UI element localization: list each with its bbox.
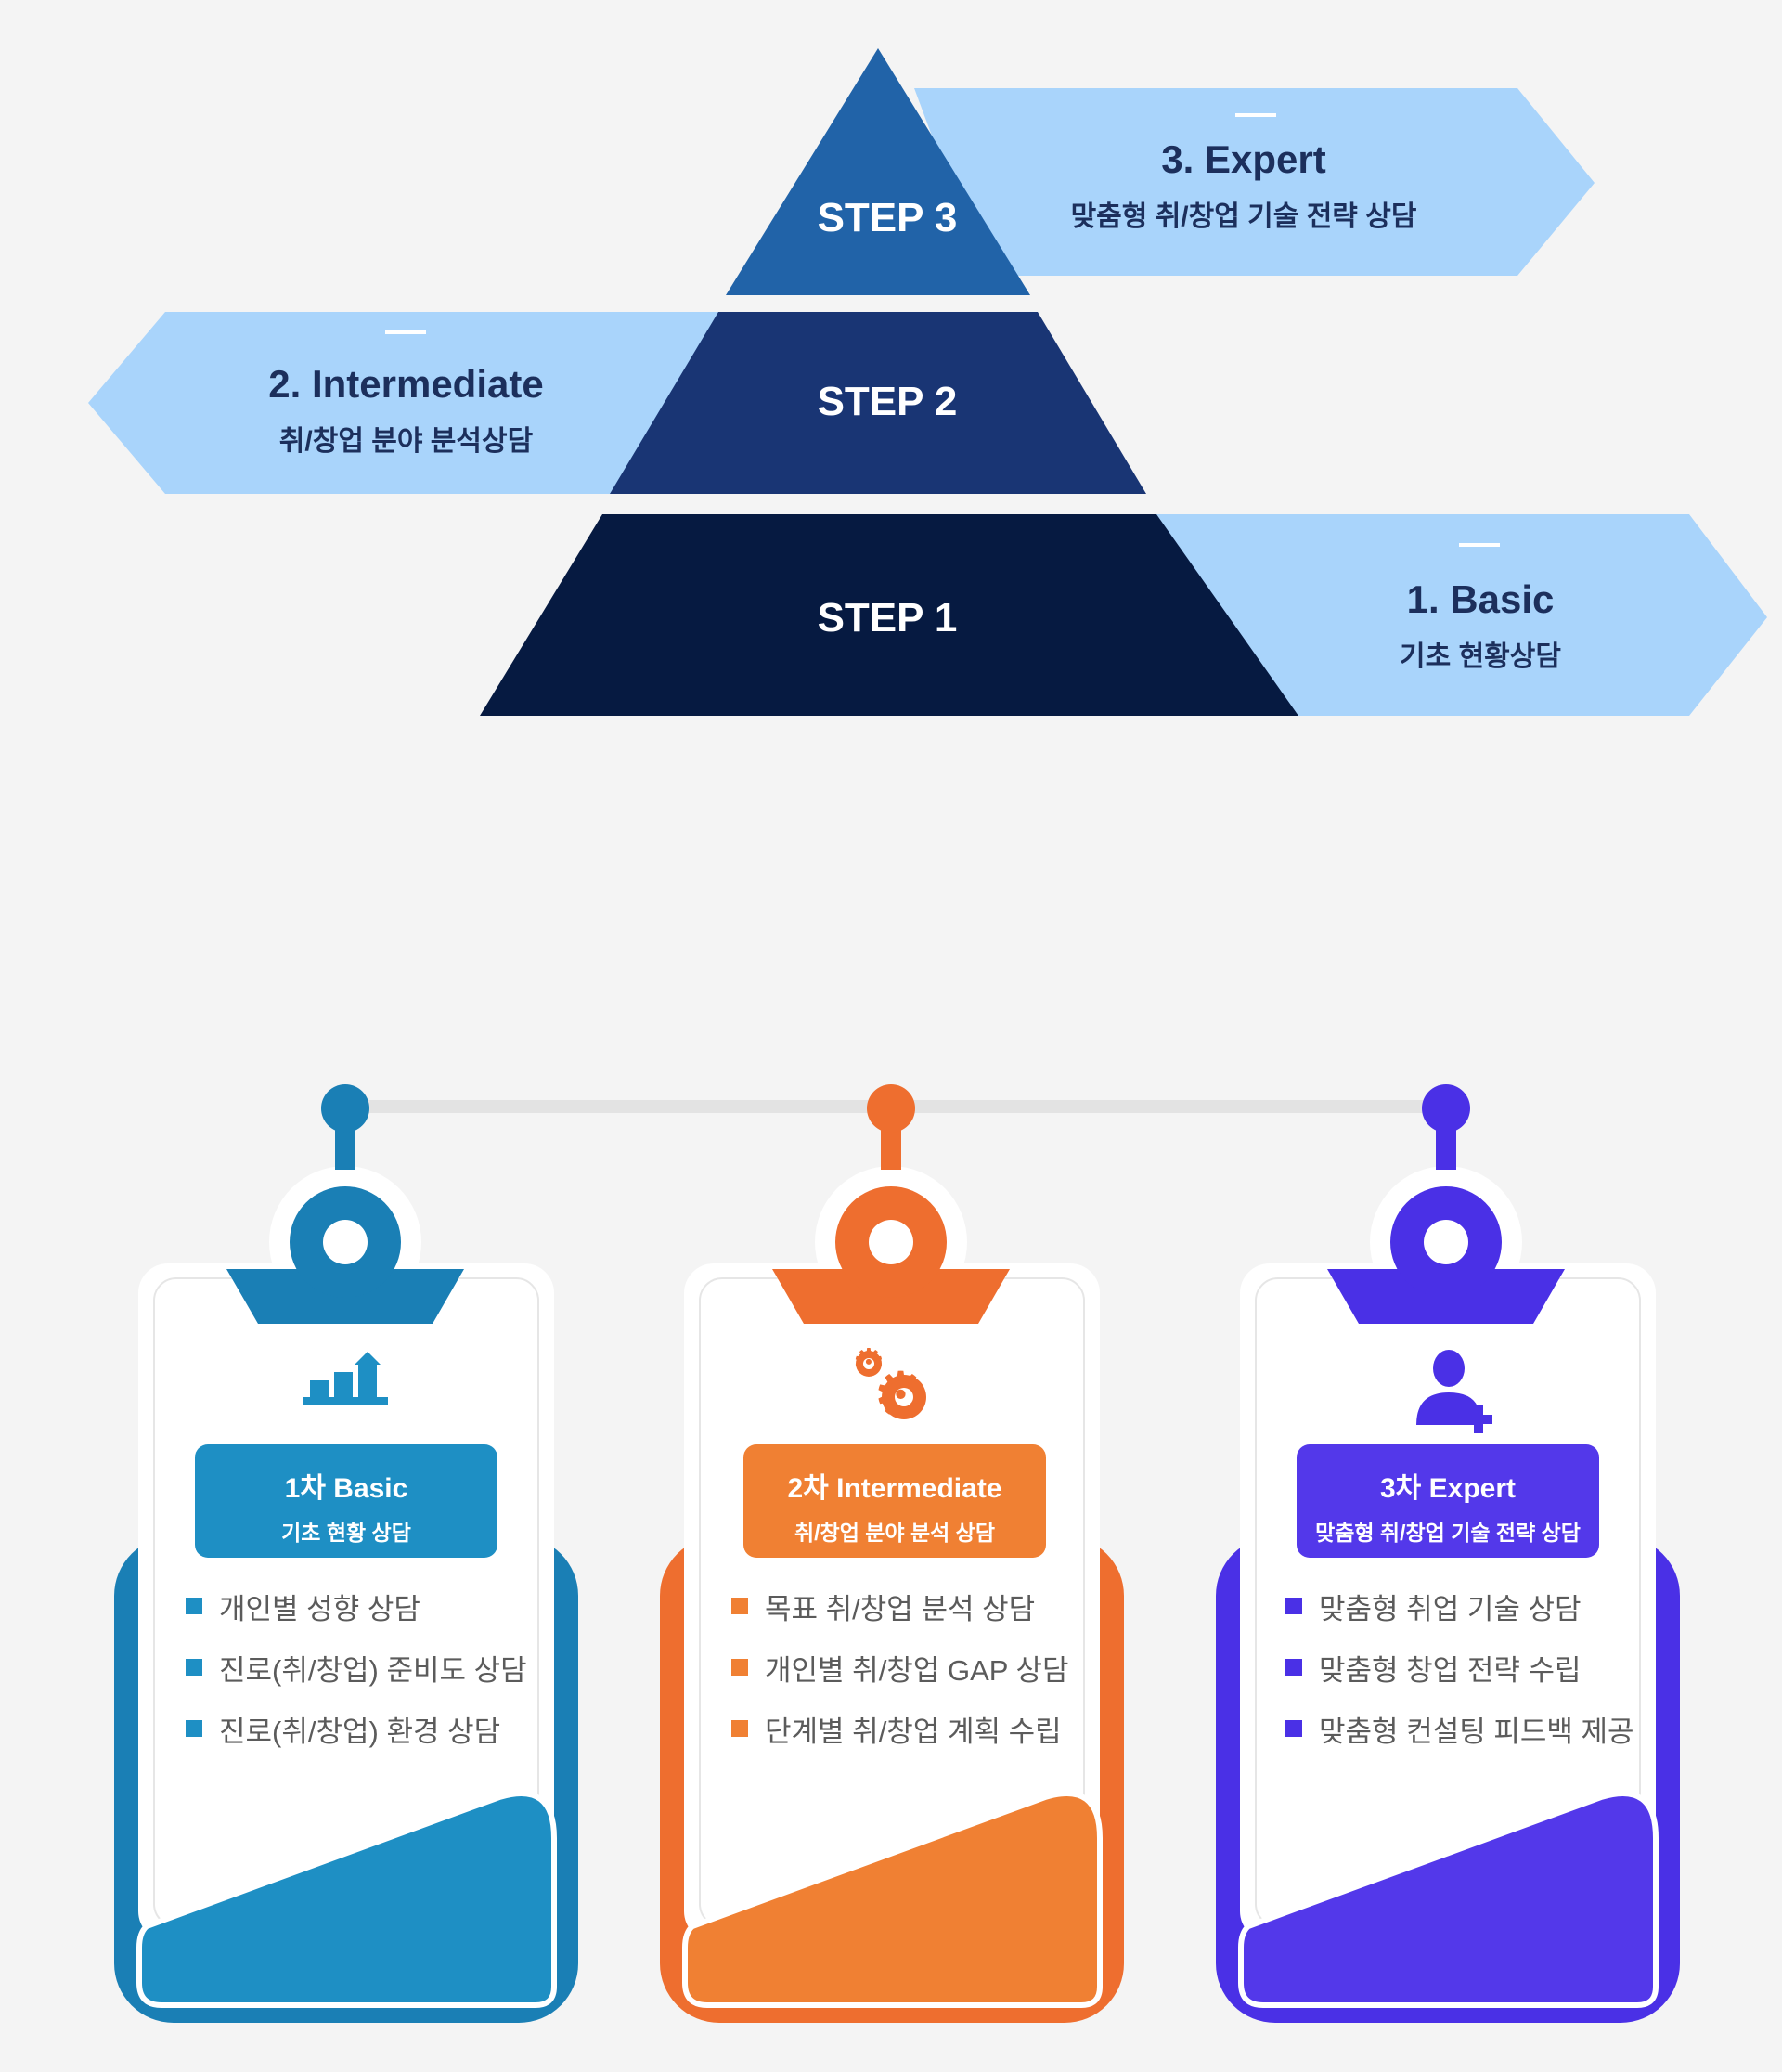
pyramid-tier-2 [610, 312, 1146, 494]
dash-marker [1459, 543, 1500, 547]
bullet-icon [186, 1598, 202, 1614]
basic-subtitle: 기초 현황상담 [1400, 641, 1561, 672]
bullet-icon [731, 1720, 748, 1737]
list-item: 맞춤형 컨설팅 피드백 제공 [1285, 1698, 1675, 1759]
pyramid-diagram [88, 48, 1767, 716]
card-1-items: 개인별 성향 상담 진로(취/창업) 준비도 상담 진로(취/창업) 환경 상담 [186, 1575, 575, 1759]
dash-marker [385, 330, 426, 334]
bullet-icon [1285, 1659, 1302, 1676]
card-1-label-box: 1차 Basic 기초 현황 상담 [195, 1444, 497, 1558]
large-gear-icon: ⚙ [872, 1360, 929, 1431]
list-item: 진로(취/창업) 준비도 상담 [186, 1637, 575, 1698]
list-item: 단계별 취/창업 계획 수립 [731, 1698, 1121, 1759]
card-2-label-box: 2차 Intermediate 취/창업 분야 분석 상담 [743, 1444, 1046, 1558]
bullet-icon [1285, 1720, 1302, 1737]
card-3-items: 맞춤형 취업 기술 상담 맞춤형 창업 전략 수립 맞춤형 컨설팅 피드백 제공 [1285, 1575, 1675, 1759]
card-1-subtitle: 기초 현황 상담 [281, 1521, 411, 1545]
list-item: 맞춤형 창업 전략 수립 [1285, 1637, 1675, 1698]
bullet-icon [731, 1659, 748, 1676]
list-item: 맞춤형 취업 기술 상담 [1285, 1575, 1675, 1637]
bullet-icon [731, 1598, 748, 1614]
arrow-basic [1151, 514, 1767, 716]
intermediate-subtitle: 취/창업 분야 분석상담 [278, 426, 534, 457]
bullet-icon [1285, 1598, 1302, 1614]
expert-subtitle: 맞춤형 취/창업 기술 전략 상담 [1070, 201, 1417, 232]
arrow-intermediate [88, 312, 724, 494]
basic-title: 1. Basic [1406, 577, 1555, 621]
bullet-icon [186, 1720, 202, 1737]
step-1-label: STEP 1 [817, 595, 958, 641]
list-item: 진로(취/창업) 환경 상담 [186, 1698, 575, 1759]
dash-marker [1235, 113, 1276, 117]
list-item: 개인별 취/창업 GAP 상담 [731, 1637, 1121, 1698]
arrow-expert [914, 88, 1595, 276]
step-3-label: STEP 3 [817, 195, 958, 240]
card-3-title: 3차 Expert [1380, 1473, 1516, 1504]
connector-line [345, 1100, 1448, 1113]
intermediate-title: 2. Intermediate [268, 362, 544, 406]
expert-title: 3. Expert [1161, 137, 1326, 181]
card-2-subtitle: 취/창업 분야 분석 상담 [794, 1521, 995, 1545]
card-3-label-box: 3차 Expert 맞춤형 취/창업 기술 전략 상담 [1297, 1444, 1599, 1558]
add-user-icon [1416, 1350, 1492, 1433]
card-1-title: 1차 Basic [284, 1473, 408, 1504]
card-3-subtitle: 맞춤형 취/창업 기술 전략 상담 [1315, 1521, 1581, 1545]
step-2-label: STEP 2 [817, 379, 958, 424]
bullet-icon [186, 1659, 202, 1676]
list-item: 목표 취/창업 분석 상담 [731, 1575, 1121, 1637]
list-item: 개인별 성향 상담 [186, 1575, 575, 1637]
pyramid-tier-3 [726, 48, 1030, 295]
card-2-title: 2차 Intermediate [787, 1473, 1002, 1504]
pyramid-tier-1 [480, 514, 1298, 716]
bar-chart-icon [303, 1352, 388, 1405]
card-2-items: 목표 취/창업 분석 상담 개인별 취/창업 GAP 상담 단계별 취/창업 계… [731, 1575, 1121, 1759]
small-gear-icon: ⚙ [852, 1342, 885, 1383]
